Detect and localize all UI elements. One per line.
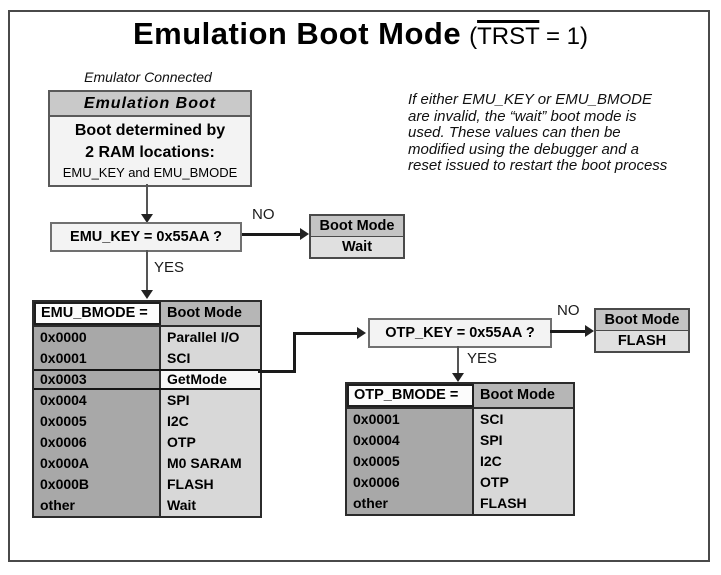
connector-getmode-seg3 — [293, 332, 357, 335]
connector-getmode-head — [357, 327, 366, 339]
connector-getmode-seg2 — [293, 332, 296, 373]
wait-box-value: Wait — [311, 237, 403, 257]
boot-mode-value: FLASH — [161, 474, 260, 495]
emu-bmode-header-cell: EMU_BMODE = — [34, 302, 161, 325]
bmode-code: 0x0004 — [34, 390, 161, 411]
emulation-boot-body: Boot determined by 2 RAM locations: EMU_… — [50, 117, 250, 185]
paren-close: = 1) — [539, 23, 589, 50]
boot-mode-value: GetMode — [161, 371, 260, 388]
bmode-code: 0x0004 — [347, 430, 474, 451]
boot-mode-flash-box: Boot Mode FLASH — [594, 308, 690, 353]
otp-bmode-table-header: OTP_BMODE = Boot Mode — [347, 384, 573, 409]
title-main: Emulation Boot Mode — [132, 16, 462, 51]
boot-mode-value: SPI — [161, 390, 260, 411]
arrow-otpkey-yes-head — [452, 373, 464, 382]
yes-label-emukey: YES — [154, 259, 185, 276]
bmode-code: 0x0000 — [34, 327, 161, 348]
page-title: Emulation Boot Mode (TRST = 1) — [0, 16, 721, 52]
bmode-code: 0x0001 — [34, 348, 161, 369]
emu-bmode-table-header: EMU_BMODE = Boot Mode — [34, 302, 260, 327]
bmode-code: 0x0006 — [34, 432, 161, 453]
boot-mode-value: Wait — [161, 495, 260, 516]
bmode-code: 0x0006 — [347, 472, 474, 493]
arrow-otpkey-no-line — [550, 330, 585, 333]
arrow-eboot-to-emukey-line — [146, 184, 148, 215]
wait-box-header: Boot Mode — [311, 216, 403, 237]
boot-mode-value: OTP — [161, 432, 260, 453]
bmode-code: 0x0005 — [347, 451, 474, 472]
arrow-otpkey-no-head — [585, 325, 594, 337]
no-label-emukey: NO — [252, 206, 275, 223]
emu-key-decision: EMU_KEY = 0x55AA ? — [50, 222, 242, 252]
boot-mode-value: SPI — [474, 430, 573, 451]
boot-mode-value: I2C — [161, 411, 260, 432]
bmode-code: 0x0001 — [347, 409, 474, 430]
title-paren: (TRST = 1) — [469, 23, 588, 50]
boot-determined-line: Boot determined by — [74, 122, 226, 139]
otp-key-decision: OTP_KEY = 0x55AA ? — [368, 318, 552, 348]
flash-box-header: Boot Mode — [596, 310, 688, 331]
flash-box-value: FLASH — [596, 331, 688, 351]
yes-label-otpkey: YES — [467, 350, 498, 367]
bmode-code: 0x000A — [34, 453, 161, 474]
emulator-connected-label: Emulator Connected — [84, 69, 212, 85]
bmode-code: other — [347, 493, 474, 514]
boot-mode-value: Parallel I/O — [161, 327, 260, 348]
emu-key-bmode-line: EMU_KEY and EMU_BMODE — [62, 165, 238, 180]
connector-getmode-seg1 — [258, 370, 296, 373]
boot-mode-value: I2C — [474, 451, 573, 472]
bmode-code: 0x0003 — [34, 371, 161, 388]
arrow-otpkey-yes-line — [457, 346, 459, 374]
arrow-eboot-to-emukey-head — [141, 214, 153, 223]
arrow-emukey-yes-head — [141, 290, 153, 299]
emulation-boot-box: Emulation Boot Boot determined by 2 RAM … — [48, 90, 252, 187]
arrow-emukey-yes-line — [146, 250, 148, 291]
emulation-boot-header: Emulation Boot — [50, 92, 250, 117]
boot-mode-value: FLASH — [474, 493, 573, 514]
no-label-otpkey: NO — [557, 302, 580, 319]
boot-mode-value: SCI — [474, 409, 573, 430]
boot-mode-value: OTP — [474, 472, 573, 493]
bmode-code: 0x0005 — [34, 411, 161, 432]
boot-mode-value: SCI — [161, 348, 260, 369]
boot-mode-wait-box: Boot Mode Wait — [309, 214, 405, 259]
otp-bmode-header-cell: OTP_BMODE = — [347, 384, 474, 407]
boot-mode-value: M0 SARAM — [161, 453, 260, 474]
ram-locations-line: 2 RAM locations: — [85, 144, 215, 161]
arrow-emukey-no-head — [300, 228, 309, 240]
bmode-code: 0x000B — [34, 474, 161, 495]
paren-open: ( — [469, 23, 478, 50]
boot-mode-header-cell: Boot Mode — [161, 302, 260, 325]
boot-mode-header-cell: Boot Mode — [474, 384, 573, 407]
arrow-emukey-no-line — [242, 233, 300, 236]
bmode-code: other — [34, 495, 161, 516]
trst-label: TRST — [477, 23, 540, 50]
note-text: If either EMU_KEY or EMU_BMODE are inval… — [408, 91, 668, 175]
